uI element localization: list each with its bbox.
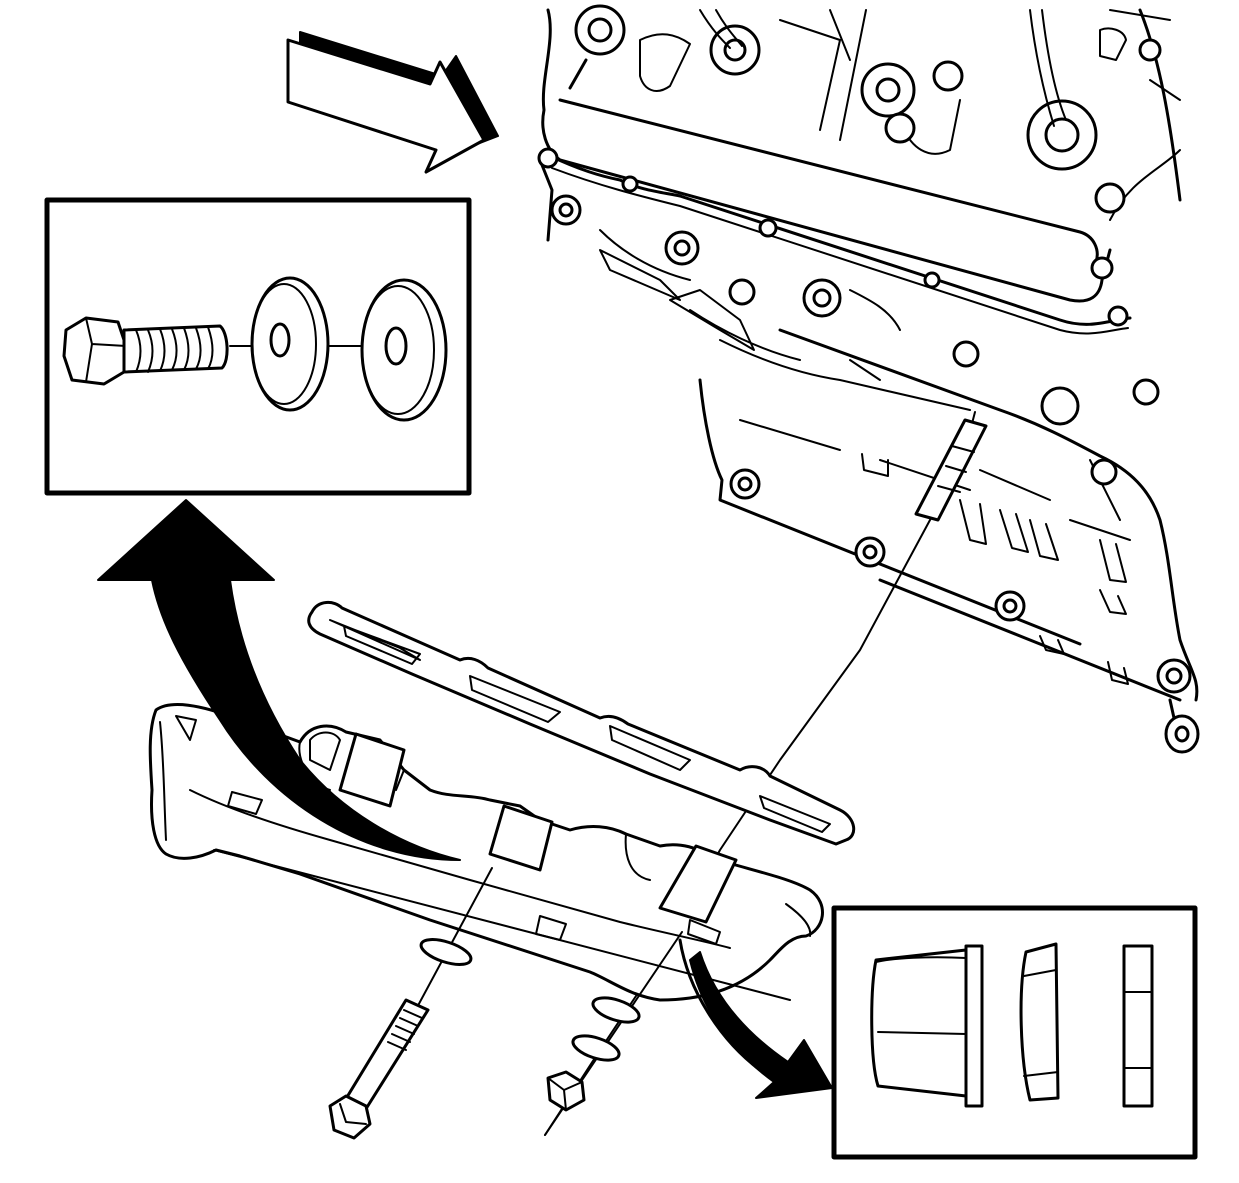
flange-nut <box>870 948 968 1098</box>
nut-and-washers-detail <box>831 905 1198 1160</box>
washer <box>591 996 641 1024</box>
hex-bolt-head <box>62 316 128 386</box>
view-direction-arrow <box>286 31 499 174</box>
washer <box>571 1034 621 1062</box>
exhaust-manifold <box>148 703 824 1002</box>
nut-flange <box>964 944 984 1108</box>
callout-arrow-to-nut-detail <box>678 938 833 1099</box>
washer <box>419 938 473 966</box>
engine-cylinder-head <box>537 4 1200 754</box>
manifold-bolt <box>328 998 430 1140</box>
flat-washer-edge <box>1122 944 1154 1108</box>
bolt-and-washers-detail <box>44 197 472 496</box>
washer-set <box>419 938 641 1062</box>
conical-washer <box>1019 942 1060 1102</box>
manifold-nut <box>546 1070 586 1112</box>
callout-arrow-to-bolt-detail <box>97 499 461 861</box>
manifold-gasket <box>307 601 856 846</box>
